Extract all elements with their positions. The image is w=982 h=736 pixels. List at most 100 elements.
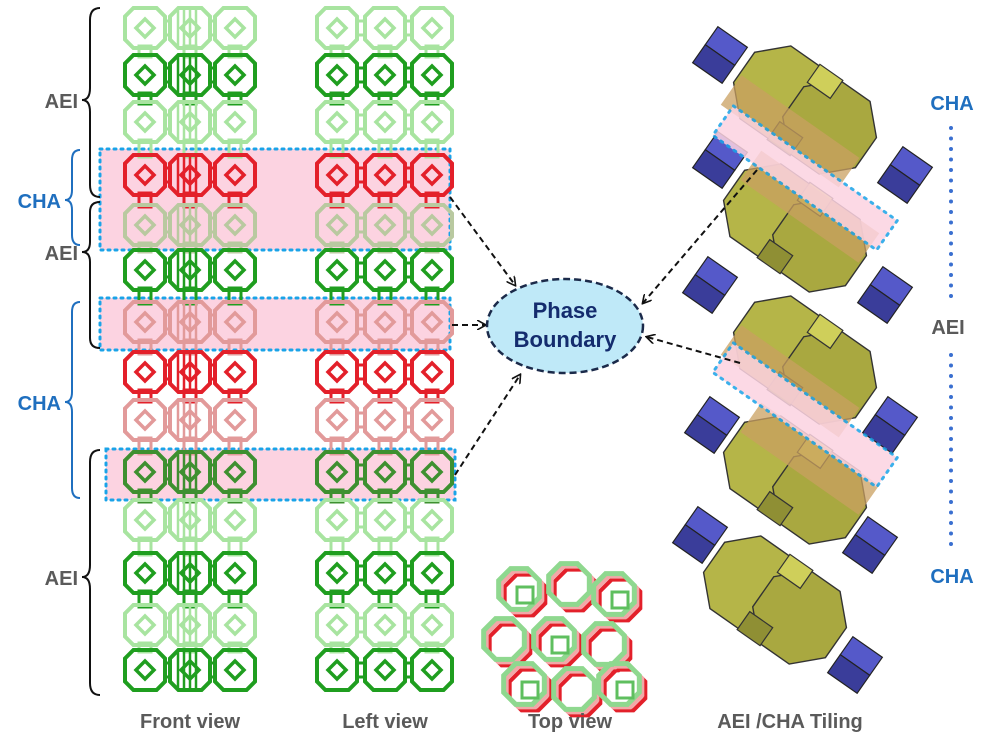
framework-cage (123, 100, 167, 144)
framework-bridge (355, 313, 367, 331)
framework-cage-inner (373, 508, 397, 532)
framework-cage (410, 100, 454, 144)
framework-cage-inner (223, 213, 247, 237)
framework-cage-inner (223, 360, 247, 384)
framework-cage (123, 153, 167, 197)
framework-cage-inner (373, 310, 397, 334)
framework-cage-inner (325, 213, 349, 237)
framework-bridge (355, 166, 367, 184)
framework-bridge (355, 661, 367, 679)
bracket-cha-1 (64, 149, 81, 246)
framework-cage (410, 53, 454, 97)
framework-cage-inner (223, 561, 247, 585)
arrow-band3-to-boundary (454, 375, 520, 476)
framework-cage (315, 300, 359, 344)
framework-bridge (163, 113, 172, 131)
framework-cage (123, 300, 167, 344)
axis-label-cha-bottom: CHA (930, 566, 973, 588)
framework-cage (123, 350, 167, 394)
framework-bridge (355, 66, 367, 84)
framework-bridge (208, 216, 217, 234)
framework-cage (213, 551, 257, 595)
framework-bridge (355, 511, 367, 529)
phase-boundary-line1: Phase (533, 298, 598, 323)
top-view-ring (596, 661, 642, 707)
framework-bridge (208, 661, 217, 679)
framework-bridge (355, 113, 367, 131)
framework-cage (213, 248, 257, 292)
framework-cage-inner (133, 658, 157, 682)
tiling-boundary-band (710, 340, 900, 490)
framework-cage (213, 398, 257, 442)
framework-bridge (163, 66, 172, 84)
framework-cage (213, 350, 257, 394)
framework-bridge (403, 113, 414, 131)
framework-cage (315, 450, 359, 494)
framework-cage-inner (325, 360, 349, 384)
bracket-aei-2 (81, 201, 101, 349)
framework-cage (315, 248, 359, 292)
framework-cage (363, 100, 407, 144)
framework-cage-inner (373, 163, 397, 187)
framework-bridge (403, 661, 414, 679)
framework-cage-inner (325, 460, 349, 484)
framework-bridge (208, 19, 217, 37)
framework-cage-inner (420, 258, 444, 282)
framework-cage (123, 450, 167, 494)
framework-cage-inner (420, 460, 444, 484)
phase-boundary-node: Phase Boundary (485, 277, 645, 375)
framework-cage (410, 498, 454, 542)
framework-bridge (355, 564, 367, 582)
framework-bridge (208, 616, 217, 634)
framework-bridge (355, 463, 367, 481)
framework-cage-inner (373, 110, 397, 134)
framework-cage (123, 498, 167, 542)
framework-cage-inner (373, 213, 397, 237)
axis-label-aei: AEI (931, 317, 964, 339)
framework-bridge (208, 511, 217, 529)
framework-cage-inner (373, 658, 397, 682)
phase-boundary-ellipse (485, 277, 645, 375)
caption-tiling: AEI /CHA Tiling (717, 711, 863, 733)
framework-cage-inner (133, 163, 157, 187)
label-cha-2: CHA (18, 393, 61, 415)
framework-bridge (163, 463, 172, 481)
framework-cage-inner (133, 408, 157, 432)
framework-cage-inner (325, 258, 349, 282)
framework-cage-inner (133, 360, 157, 384)
framework-bridge (355, 411, 367, 429)
framework-bridge (403, 511, 414, 529)
framework-cage (123, 248, 167, 292)
framework-cage (410, 551, 454, 595)
d6r-cube (681, 255, 739, 315)
framework-cage (410, 6, 454, 50)
cha-boundary-face (720, 75, 860, 188)
framework-cage-inner (373, 561, 397, 585)
framework-cage (315, 551, 359, 595)
framework-bridge (403, 313, 414, 331)
framework-cage-inner (373, 258, 397, 282)
framework-cage (123, 398, 167, 442)
framework-cage-inner (133, 110, 157, 134)
framework-bridge (163, 166, 172, 184)
framework-cage (213, 498, 257, 542)
framework-cage (315, 498, 359, 542)
arrow-tiling1-to-boundary (643, 169, 758, 303)
framework-cage (123, 53, 167, 97)
framework-bridge (208, 261, 217, 279)
framework-cage (123, 6, 167, 50)
framework-cage-inner (325, 310, 349, 334)
framework-cage (410, 603, 454, 647)
label-cha-1: CHA (18, 191, 61, 213)
framework-cage-inner (325, 63, 349, 87)
framework-cage-inner (373, 63, 397, 87)
framework-cage-inner (133, 613, 157, 637)
framework-bridge (403, 616, 414, 634)
framework-cage-inner (420, 310, 444, 334)
framework-cage (213, 100, 257, 144)
framework-cage (315, 53, 359, 97)
framework-cage (123, 203, 167, 247)
framework-cage-inner (373, 360, 397, 384)
d6r-cube (856, 265, 914, 325)
framework-cage (363, 248, 407, 292)
